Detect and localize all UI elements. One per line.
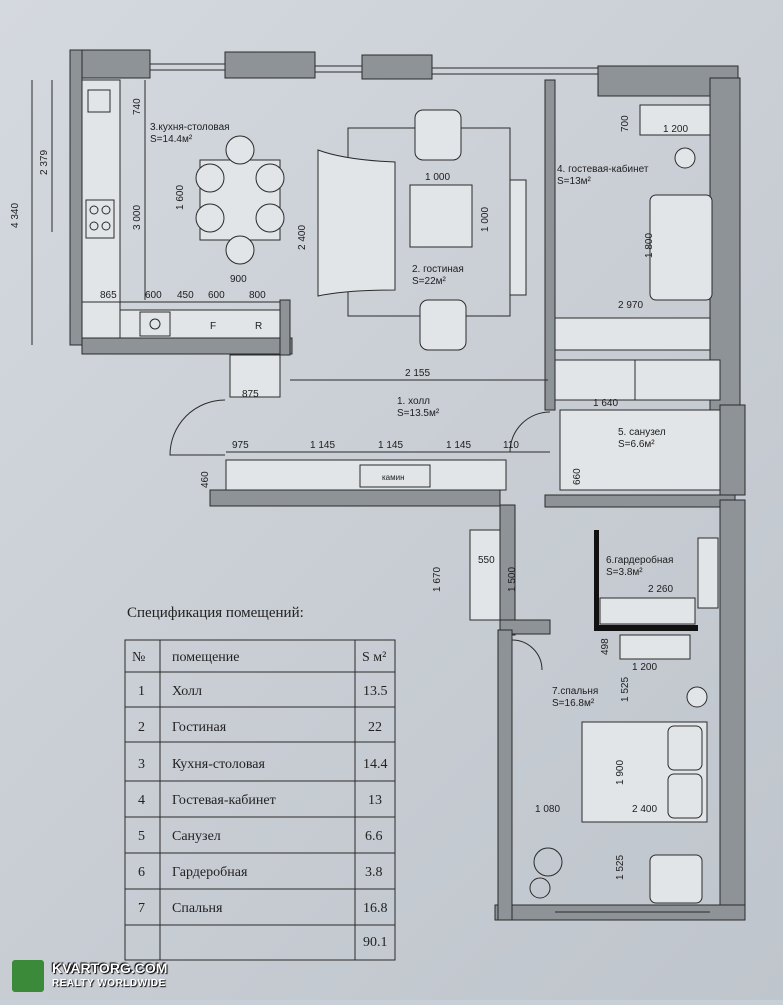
dim-1145b: 1 145: [378, 440, 403, 451]
watermark-line2: REALTY WORLDWIDE: [52, 978, 166, 989]
hall: камин 1. холл S=13.5м²: [169, 354, 548, 621]
dim-1670: 1 670: [432, 567, 443, 592]
spec-row-area: 13.5: [363, 684, 388, 699]
dim-660: 660: [572, 468, 583, 485]
dim-740: 740: [132, 98, 143, 115]
spec-row-area: 22: [368, 720, 382, 735]
spec-row-area: 6.6: [365, 829, 383, 844]
dim-975: 975: [232, 440, 249, 451]
dim-2379: 2 379: [39, 150, 50, 175]
dim-1800: 1 800: [644, 233, 655, 258]
spec-row-area: 14.4: [363, 757, 388, 772]
dim-460: 460: [200, 471, 211, 488]
dim-3000: 3 000: [132, 205, 143, 230]
room-living-name: 2. гостиная: [412, 264, 464, 275]
spec-row-area: 3.8: [365, 865, 383, 880]
dim-1900: 1 900: [615, 760, 626, 785]
spec-row-no: 3: [138, 757, 145, 772]
watermark: KVARTORG.COM REALTY WORLDWIDE: [8, 958, 208, 996]
room-guest-area: S=13м²: [557, 176, 592, 187]
spec-row-no: 5: [138, 829, 145, 844]
spec-row-no: 1: [138, 684, 145, 699]
watermark-line1: KVARTORG.COM: [52, 960, 168, 976]
spec-row-name: Санузел: [172, 829, 221, 844]
dim-865: 865: [100, 290, 117, 301]
fireplace-label: камин: [382, 473, 405, 482]
dim-1200a: 1 200: [663, 124, 688, 135]
room-bath-area: S=6.6м²: [618, 439, 655, 450]
room-hall-area: S=13.5м²: [397, 408, 440, 419]
room-guest-name: 4. гостевая-кабинет: [557, 163, 649, 175]
spec-row-area: 16.8: [363, 901, 388, 916]
spec-row-no: 6: [138, 865, 145, 880]
dim-498: 498: [600, 638, 611, 655]
dim-1200b: 1 200: [632, 662, 657, 673]
dim-1600: 1 600: [175, 185, 186, 210]
dim-600b: 600: [208, 290, 225, 301]
dim-875: 875: [242, 389, 259, 400]
room-kitchen-name: 3.кухня-столовая: [150, 122, 230, 133]
spec-row-name: Кухня-столовая: [172, 757, 265, 772]
spec-row-name: Гардеробная: [172, 865, 248, 880]
dim-550: 550: [478, 555, 495, 566]
dim-2970: 2 970: [618, 300, 643, 311]
dim-1525b: 1 525: [615, 855, 626, 880]
dim-600a: 600: [145, 290, 162, 301]
windows: [150, 63, 710, 913]
dim-2260: 2 260: [648, 584, 673, 595]
dim-1500: 1 500: [507, 567, 518, 592]
spec-row-name: Холл: [172, 684, 202, 699]
spec-header-name: помещение: [172, 650, 240, 665]
fridge-label: F: [210, 321, 216, 332]
room-living-area: S=22м²: [412, 276, 447, 287]
dim-110: 110: [503, 440, 519, 451]
spec-row-name: Гостиная: [172, 720, 227, 735]
dim-2400b: 2 400: [632, 804, 657, 815]
spec-row-name: Спальня: [172, 901, 223, 916]
spec-title: Спецификация помещений:: [127, 605, 304, 621]
spec-row-no: 7: [138, 901, 145, 916]
bathroom: 5. санузел S=6.6м²: [509, 359, 721, 491]
wardrobe: 6.гардеробная S=3.8м²: [599, 537, 719, 625]
kitchen: F R 3.кухня-столовая S=14.4м²: [81, 79, 285, 339]
room-hall-name: 1. холл: [397, 396, 430, 407]
living-room: 2. гостиная S=22м²: [317, 109, 527, 351]
dim-800: 800: [249, 290, 266, 301]
spec-row-name: Гостевая-кабинет: [172, 793, 276, 808]
spec-total: 90.1: [363, 935, 388, 950]
dim-2155: 2 155: [405, 368, 430, 379]
dimensions: 4 340 2 379 3 000 740 1 600 900 865 600 …: [10, 80, 688, 880]
room-wardrobe-name: 6.гардеробная: [606, 554, 673, 566]
dim-1145c: 1 145: [446, 440, 471, 451]
dim-900: 900: [230, 274, 247, 285]
dim-1525a: 1 525: [620, 677, 631, 702]
room-bedroom-area: S=16.8м²: [552, 698, 595, 709]
range-label: R: [255, 321, 262, 332]
dim-450: 450: [177, 290, 194, 301]
house-logo-icon: [12, 960, 44, 992]
room-kitchen-area: S=14.4м²: [150, 134, 193, 145]
dim-1000b: 1 000: [480, 207, 491, 232]
room-bath-name: 5. санузел: [618, 427, 666, 438]
dim-1640: 1 640: [593, 398, 618, 409]
dim-700: 700: [620, 115, 631, 132]
dim-1080: 1 080: [535, 804, 560, 815]
bedroom: 7.спальня S=16.8м²: [511, 634, 708, 904]
spec-row-no: 2: [138, 720, 145, 735]
dim-4340: 4 340: [10, 203, 21, 228]
spec-row-area: 13: [368, 793, 382, 808]
dim-1000a: 1 000: [425, 172, 450, 183]
dim-1145a: 1 145: [310, 440, 335, 451]
spec-header-area: S м²: [362, 650, 386, 665]
spec-table: Спецификация помещений: № помещение S м²…: [124, 605, 396, 961]
spec-row-no: 4: [138, 793, 145, 808]
spec-header-no: №: [132, 650, 145, 665]
guest-study: 4. гостевая-кабинет S=13м²: [554, 104, 713, 351]
room-wardrobe-area: S=3.8м²: [606, 567, 643, 578]
dim-2400a: 2 400: [297, 225, 308, 250]
room-bedroom-name: 7.спальня: [552, 686, 598, 697]
